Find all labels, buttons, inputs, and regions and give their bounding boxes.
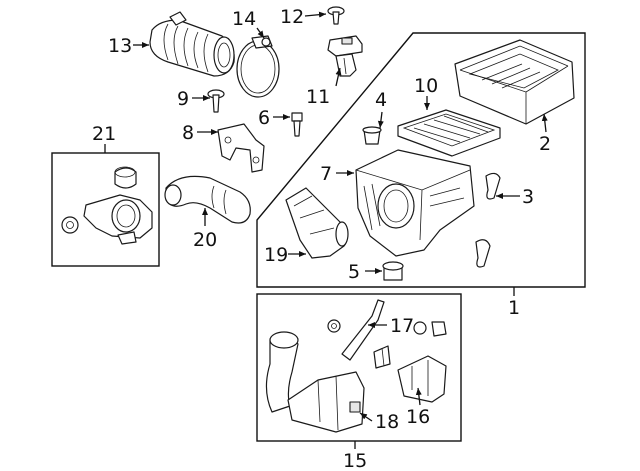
leader-lines	[133, 11, 548, 422]
callout-2: 2	[539, 133, 551, 155]
callout-20: 20	[193, 229, 217, 251]
part-13-intake-boot	[149, 11, 235, 77]
callout-16: 16	[406, 406, 430, 428]
part-14-hose-clamp	[236, 35, 280, 98]
assembly-15-frame	[256, 293, 462, 442]
callout-3: 3	[522, 186, 534, 208]
part-8-bracket	[217, 123, 265, 173]
part-2-cover	[454, 39, 575, 125]
callout-21: 21	[92, 123, 116, 145]
callout-7: 7	[320, 163, 332, 185]
callout-17: 17	[390, 315, 414, 337]
callout-18: 18	[375, 411, 399, 433]
part-3-clip	[485, 172, 501, 200]
part-12-screw	[327, 6, 345, 25]
callout-11: 11	[306, 86, 330, 108]
callout-6: 6	[258, 107, 270, 129]
callout-13: 13	[108, 35, 132, 57]
part-9-bolt	[207, 89, 225, 113]
callout-14: 14	[232, 8, 256, 30]
part-20-intake-duct	[164, 175, 251, 224]
callout-9: 9	[177, 88, 189, 110]
callout-5: 5	[348, 261, 360, 283]
part-17-bracket	[327, 299, 447, 369]
part-15-resonator-assembly	[265, 331, 365, 433]
callout-8: 8	[182, 122, 194, 144]
part-11-sensor	[327, 35, 363, 77]
callout-1: 1	[508, 297, 520, 319]
part-6-bolt	[291, 112, 303, 137]
callout-10: 10	[414, 75, 438, 97]
part-5-grommet	[382, 261, 404, 281]
part-21-resonator	[61, 166, 153, 245]
part-19-duct	[285, 187, 349, 259]
part-7-case	[355, 149, 475, 257]
part-16-bracket	[397, 355, 447, 403]
part-1-clip-lower	[475, 239, 491, 268]
part-10-air-filter	[397, 109, 501, 157]
part-4-grommet	[362, 126, 382, 145]
assembly-1-frame	[256, 32, 586, 288]
callout-15: 15	[343, 450, 367, 471]
callout-12: 12	[280, 6, 304, 28]
callout-4: 4	[375, 89, 387, 111]
callout-19: 19	[264, 244, 288, 266]
